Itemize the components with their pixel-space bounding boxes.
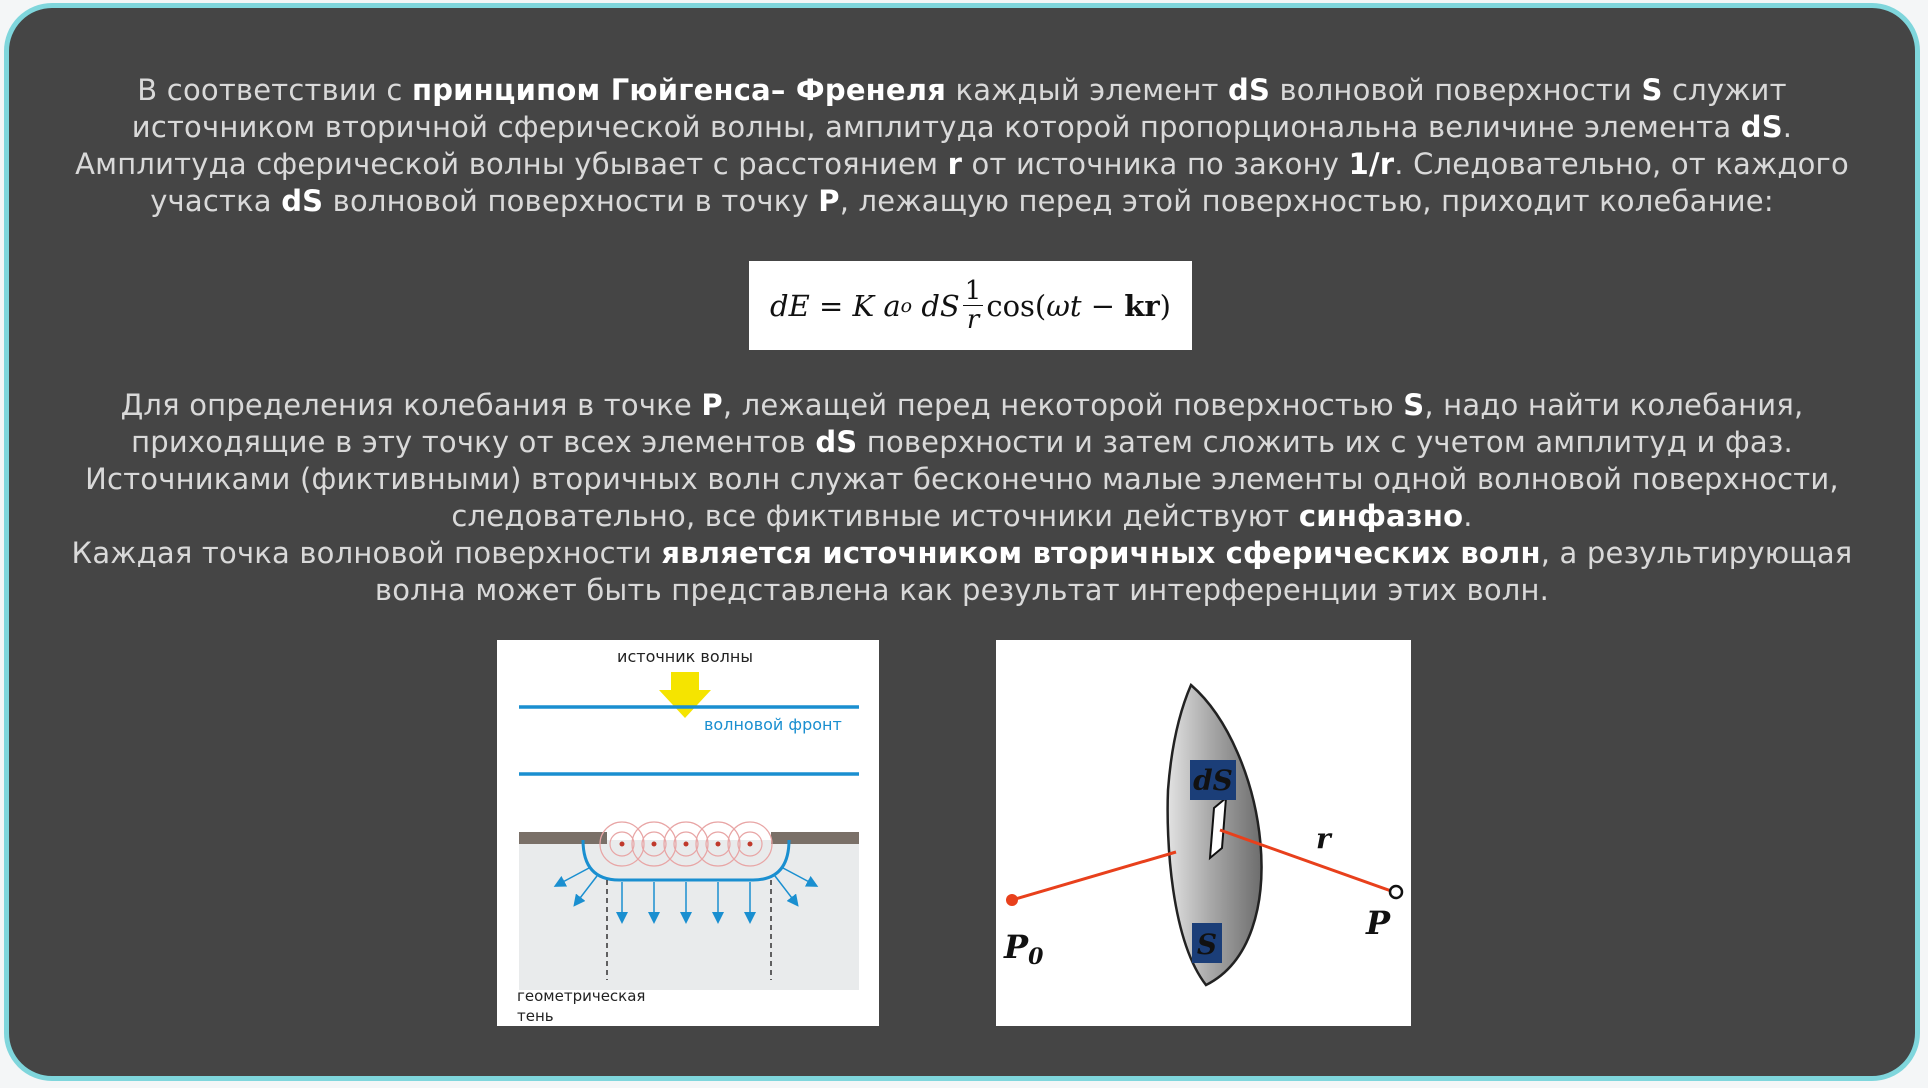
text-span: , лежащей перед некоторой поверхностью xyxy=(722,388,1404,422)
source-label: источник волны xyxy=(617,647,753,666)
text-span: В соответствии с xyxy=(137,73,412,107)
left-wall xyxy=(519,832,607,844)
text-span: приходящие в эту точку от всех элементов xyxy=(131,425,816,459)
text-span: Источниками (фиктивными) вторичных волн … xyxy=(85,462,1839,496)
emphasis-ds: dS xyxy=(1740,110,1783,144)
conclusion-paragraph: Каждая точка волновой поверхности являет… xyxy=(69,535,1855,609)
fraction-denominator: r xyxy=(966,305,980,335)
text-span: следовательно, все фиктивные источники д… xyxy=(451,499,1299,533)
propagation-arrows xyxy=(553,867,819,924)
wavelet-sources xyxy=(619,841,753,847)
formula-a: a xyxy=(883,288,901,323)
text-span: волновой поверхности xyxy=(1270,73,1642,107)
point-p xyxy=(1388,884,1404,900)
text-span: , надо найти колебания, xyxy=(1424,388,1804,422)
text-span: . xyxy=(1463,499,1473,533)
formula-minus: − xyxy=(1081,288,1125,323)
text-span: каждый элемент xyxy=(946,73,1228,107)
formula-kr: kr xyxy=(1124,288,1160,323)
text-span: поверхности и затем сложить их с учетом … xyxy=(857,425,1793,459)
shadow-label-line1: геометрическая xyxy=(517,987,645,1005)
label-ds: dS xyxy=(1193,764,1233,797)
label-p: P xyxy=(1365,904,1391,942)
formula-a-subscript: o xyxy=(900,294,913,317)
text-span: источником вторичной сферической волны, … xyxy=(131,110,1741,144)
label-r: r xyxy=(1316,822,1333,855)
text-span: Для определения колебания в точке xyxy=(120,388,702,422)
formula-k: K xyxy=(852,288,875,323)
emphasis-ds: dS xyxy=(281,184,324,218)
text-span: участка xyxy=(150,184,282,218)
text-span: Амплитуда сферической волны убывает с ра… xyxy=(75,147,948,181)
emphasis-secondary-waves: является источником вторичных сферически… xyxy=(661,536,1541,570)
label-p0: P0 xyxy=(1003,928,1044,970)
wave-surface-diagram: dS S r P P0 xyxy=(1003,682,1404,987)
surface-element xyxy=(1208,795,1228,861)
text-span: волна может быть представлена как резуль… xyxy=(374,573,1550,607)
right-wall xyxy=(771,832,859,844)
emphasis-s: S xyxy=(1403,388,1425,422)
emphasis-s: S xyxy=(1641,73,1663,107)
formula-equals: = xyxy=(809,288,853,323)
text-span: , лежащую перед этой поверхностью, прихо… xyxy=(839,184,1774,218)
formula-close: ) xyxy=(1159,288,1171,323)
formula-fraction: 1 r xyxy=(962,276,984,335)
formula-cos: cos( xyxy=(986,288,1047,323)
label-s: S xyxy=(1197,928,1217,961)
wavefront-label: волновой фронт xyxy=(704,715,842,734)
wave-surface-figure: dS S r P P0 xyxy=(996,640,1411,1026)
text-span: , а результирующая xyxy=(1540,536,1853,570)
explanation-paragraph: Для определения колебания в точке P, леж… xyxy=(69,387,1855,535)
slide-frame: В соответствии с принципом Гюйгенса– Фре… xyxy=(4,3,1920,1081)
region-background xyxy=(519,840,859,990)
aperture-diagram: источник волны волновой фронт xyxy=(517,647,859,1025)
source-arrow-icon xyxy=(659,672,711,718)
ray-p0 xyxy=(1011,850,1177,902)
emphasis-ds: dS xyxy=(815,425,858,459)
text-span: волновой поверхности в точку xyxy=(323,184,819,218)
formula-lhs: dE xyxy=(770,288,810,323)
resulting-wavefront xyxy=(581,839,791,882)
emphasis-p: P xyxy=(701,388,723,422)
emphasis-p: P xyxy=(818,184,840,218)
emphasis-ds: dS xyxy=(1228,73,1271,107)
point-p0 xyxy=(1006,894,1018,906)
text-span: . Следовательно, от каждого xyxy=(1394,147,1849,181)
formula-omega-t: ωt xyxy=(1046,288,1082,323)
emphasis-principle: принципом Гюйгенса– Френеля xyxy=(411,73,947,107)
text-span: Каждая точка волновой поверхности xyxy=(71,536,662,570)
intro-paragraph: В соответствии с принципом Гюйгенса– Фре… xyxy=(69,72,1855,220)
emphasis-r: r xyxy=(947,147,963,181)
secondary-wavelets xyxy=(599,821,773,867)
emphasis-synphase: синфазно xyxy=(1298,499,1464,533)
emphasis-law: 1/r xyxy=(1348,147,1395,181)
formula-ds: dS xyxy=(921,288,960,323)
fraction-numerator: 1 xyxy=(962,276,984,306)
shadow-label-line2: тень xyxy=(517,1007,554,1025)
ray-r xyxy=(1219,828,1395,894)
label-s-box xyxy=(1192,923,1222,963)
text-span: от источника по закону xyxy=(962,147,1349,181)
aperture-diffraction-figure: источник волны волновой фронт xyxy=(497,640,879,1026)
text-span: . xyxy=(1782,110,1793,144)
label-ds-box xyxy=(1190,760,1236,800)
text-span: служит xyxy=(1662,73,1787,107)
